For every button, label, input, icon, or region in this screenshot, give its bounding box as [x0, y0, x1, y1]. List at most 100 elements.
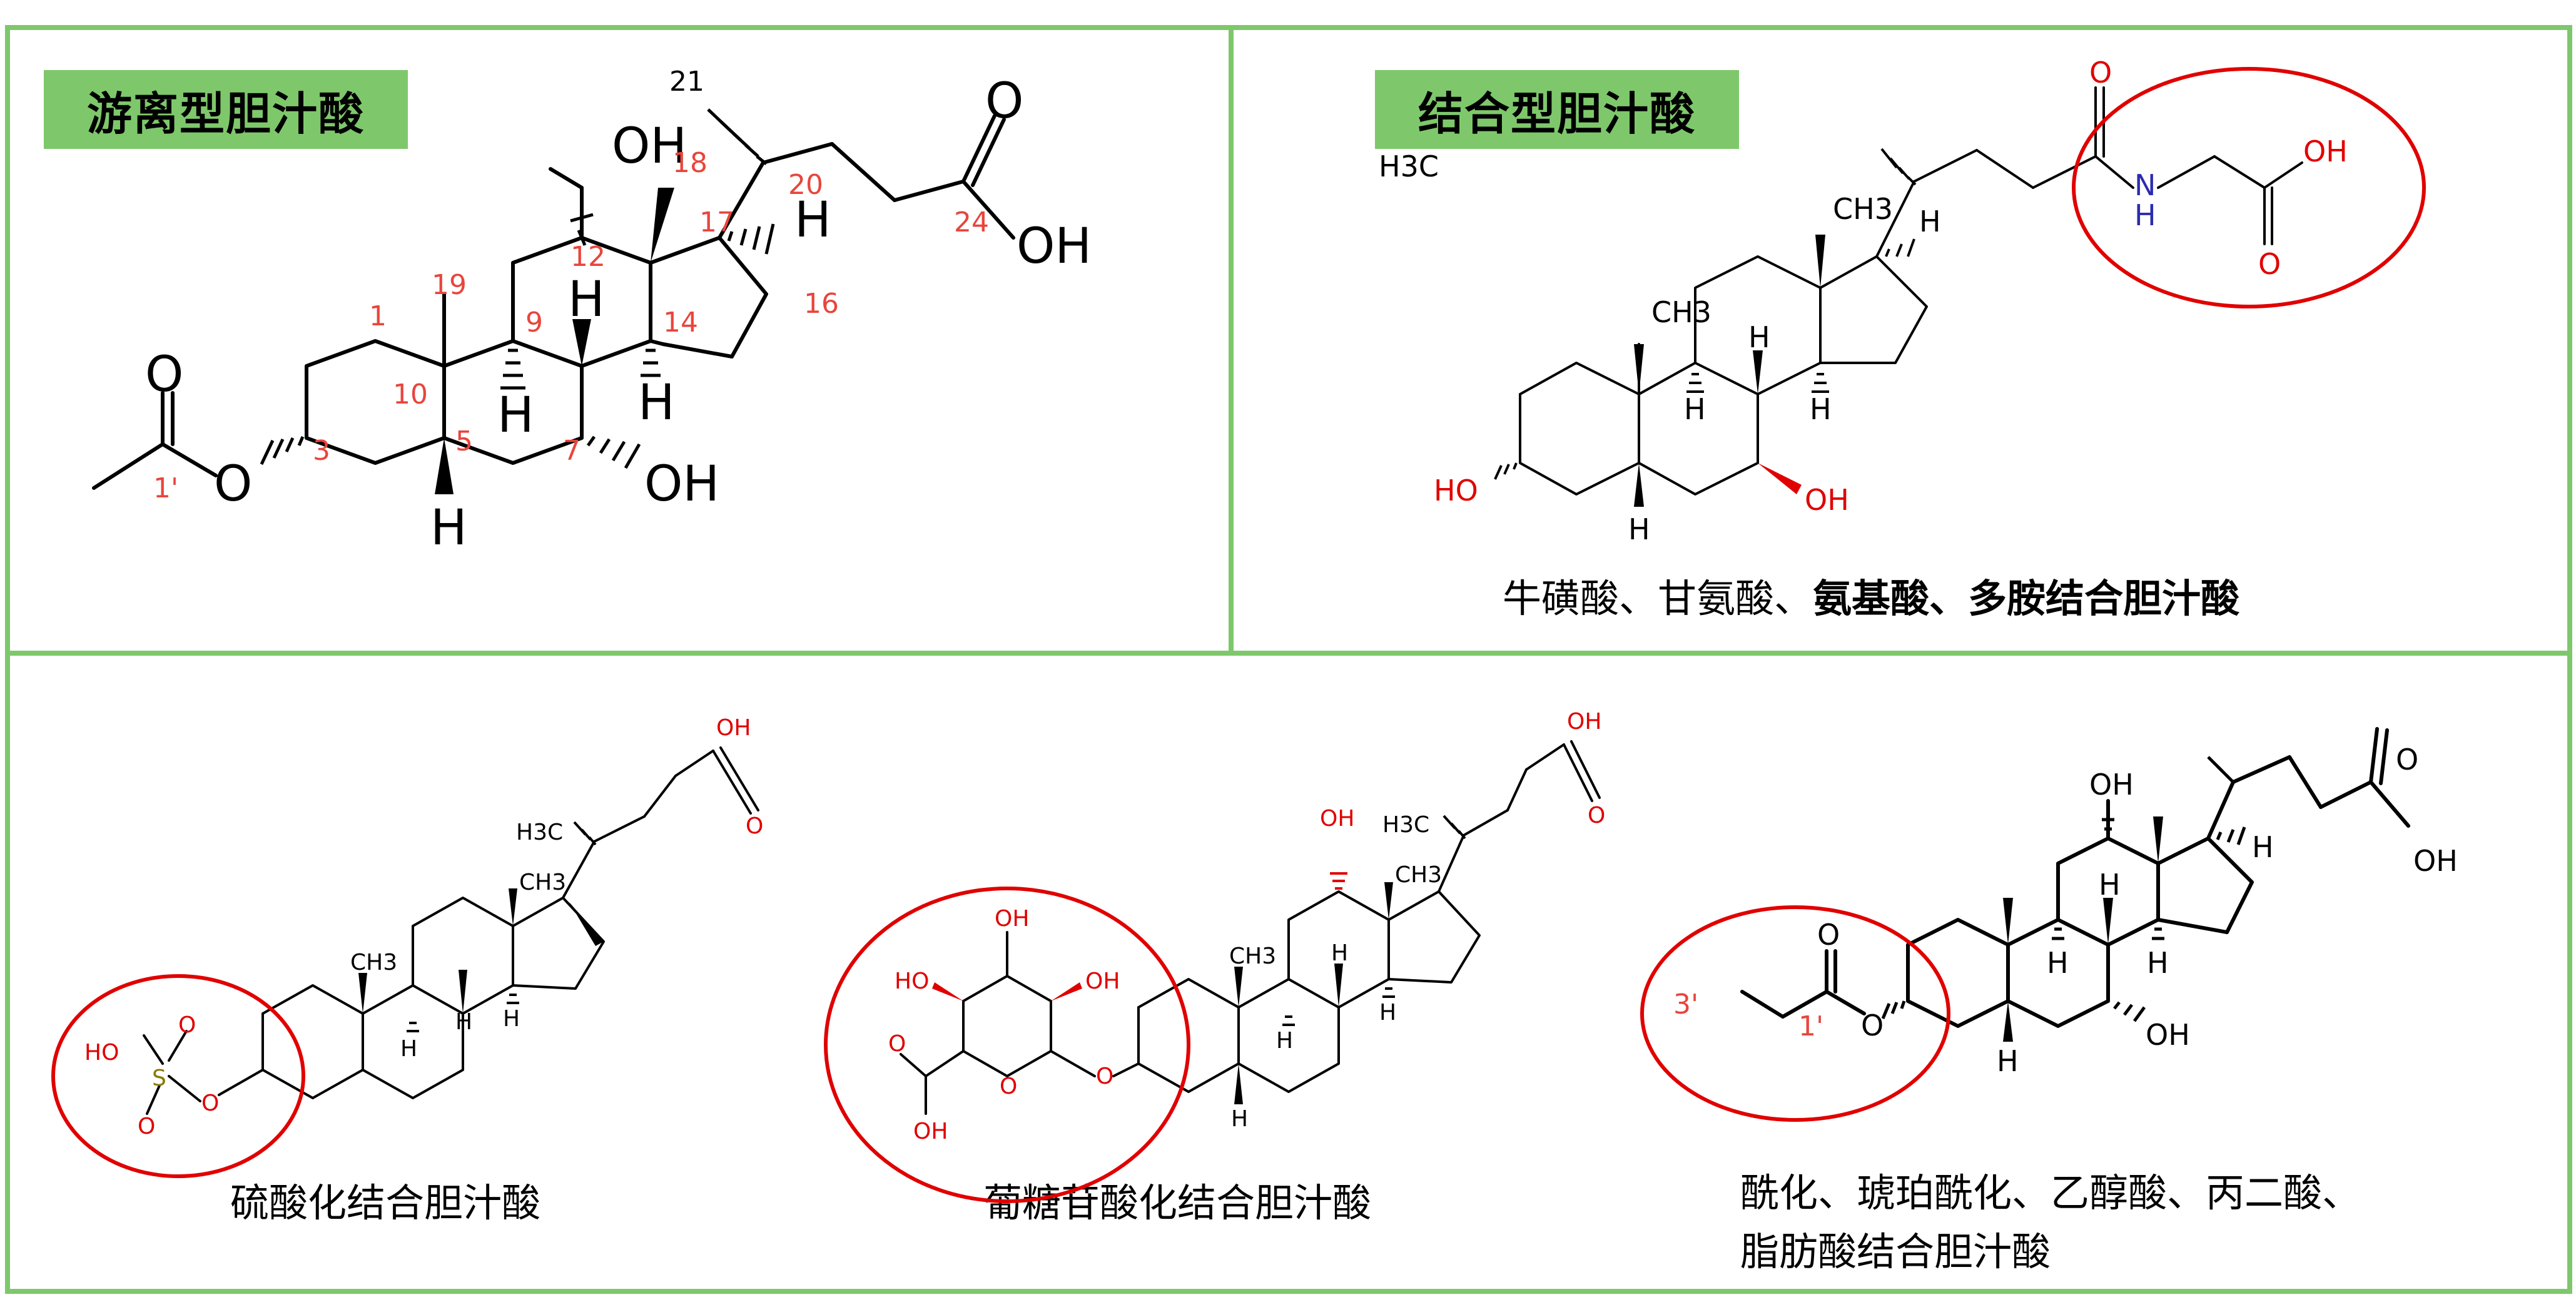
- gluc-h-5: H: [1231, 1106, 1248, 1132]
- free-num-24: 24: [954, 206, 989, 238]
- gluc-oh-12: OH: [1320, 806, 1354, 832]
- acyl-caption-line1: 酰化、琥珀酰化、乙醇酸、丙二酸、: [1740, 1170, 2361, 1216]
- conj-h-17: H: [1919, 205, 1941, 238]
- conjugated-bile-acid-structure: H3C CH3 CH3 O N H OH O HO OH H H H H H: [1379, 56, 2426, 546]
- conj-h-9: H: [1684, 392, 1706, 426]
- gluc-ch3-19: CH3: [1229, 943, 1276, 969]
- bottom-panel-divider: [1229, 25, 1234, 656]
- free-num-18: 18: [672, 147, 707, 179]
- free-bile-acid-structure: OH O OH H H H H H OH O O 21 18 20 17 12 …: [92, 66, 1092, 556]
- free-oh-12: OH: [612, 118, 687, 175]
- gluc-ch3-18: CH3: [1395, 862, 1442, 888]
- free-h-9: H: [497, 387, 534, 444]
- sulf-h-14: H: [503, 1006, 520, 1032]
- sulf-ch3-18: CH3: [519, 870, 566, 895]
- free-num-14: 14: [663, 307, 698, 338]
- free-num-12: 12: [570, 241, 606, 273]
- free-num-10: 10: [393, 379, 428, 410]
- acyl-oh-7: OH: [2146, 1018, 2190, 1052]
- free-num-1: 1: [369, 300, 387, 332]
- conjugated-caption: 牛磺酸、甘氨酸、氨基酸、多胺结合胆汁酸: [1503, 567, 2239, 623]
- conj-h-5: H: [1628, 512, 1650, 546]
- sulf-h-9: H: [400, 1036, 417, 1062]
- acyl-o-acid: O: [2396, 743, 2418, 776]
- free-o-acetyl: O: [145, 347, 183, 403]
- acyl-num-3prime: 3': [1673, 989, 1698, 1020]
- gluc-highlight-circle: [824, 887, 1190, 1203]
- conjugated-caption-plain: 牛磺酸、甘氨酸、: [1503, 576, 1813, 621]
- gluc-h-8: H: [1331, 940, 1348, 966]
- free-num-17: 17: [699, 206, 734, 238]
- gluc-o-ring: O: [1000, 1074, 1017, 1099]
- conj-ch3-19: CH3: [1651, 295, 1711, 329]
- free-num-5: 5: [455, 425, 473, 457]
- free-num-16: 16: [804, 288, 839, 320]
- free-h-8: H: [568, 272, 605, 328]
- acyl-oh-12: OH: [2089, 768, 2134, 801]
- acyl-h-9: H: [2047, 946, 2069, 980]
- horizontal-divider: [5, 651, 2572, 656]
- sulf-oh: OH: [716, 715, 751, 741]
- free-num-21: 21: [669, 66, 704, 98]
- free-h-17: H: [794, 192, 831, 248]
- sulf-h3c: H3C: [516, 820, 563, 845]
- free-num-7: 7: [563, 435, 581, 467]
- gluc-oh: OH: [1567, 709, 1601, 735]
- conj-n: N: [2134, 168, 2156, 202]
- conj-h-n: H: [2134, 198, 2156, 232]
- sulf-ho-s: HO: [84, 1040, 119, 1066]
- gluc-h-14: H: [1379, 1000, 1396, 1025]
- free-h-5: H: [430, 500, 467, 556]
- sulfate-bile-acid-structure: OH O H3C CH3 CH3 HO S O O O H H H: [51, 715, 763, 1178]
- conj-o-acid: O: [2258, 247, 2281, 281]
- free-num-3: 3: [313, 435, 330, 467]
- gluc-h-9: H: [1276, 1028, 1293, 1054]
- sulf-ch3-19: CH3: [350, 950, 397, 975]
- acyl-h-17: H: [2252, 830, 2274, 864]
- acyl-num-1prime: 1': [1798, 1010, 1823, 1042]
- free-o-24: O: [985, 73, 1023, 130]
- free-num-20: 20: [788, 169, 823, 201]
- sulf-o2: O: [138, 1114, 155, 1139]
- conjugated-caption-bold: 氨基酸、多胺结合胆汁酸: [1813, 576, 2240, 621]
- gluc-h3c: H3C: [1382, 812, 1429, 838]
- acyl-h-8: H: [2099, 868, 2121, 902]
- free-num-9: 9: [525, 307, 543, 338]
- acyl-bile-acid-structure: OH O OH H H H H H OH O O 3' 1': [1640, 727, 2458, 1122]
- gluc-oh-right: OH: [1085, 969, 1120, 994]
- conj-oh: OH: [2303, 135, 2348, 168]
- conj-ch3-18: CH3: [1833, 192, 1893, 226]
- acyl-highlight-circle: [1640, 905, 1950, 1122]
- free-oh-7: OH: [644, 456, 719, 512]
- acyl-h-5: H: [1997, 1044, 2019, 1078]
- free-num-1prime: 1': [153, 472, 178, 504]
- sulf-highlight-circle: [51, 974, 305, 1178]
- conj-highlight-circle: [2072, 67, 2426, 308]
- gluc-oh-top: OH: [995, 906, 1029, 932]
- conj-ho-3: HO: [1434, 474, 1478, 507]
- free-o-ester: O: [214, 456, 252, 512]
- sulf-h-8: H: [455, 1009, 472, 1035]
- conj-h3c: H3C: [1379, 150, 1439, 183]
- glucuronide-caption: 葡糖苷酸化结合胆汁酸: [983, 1180, 1372, 1226]
- acyl-oh-acid: OH: [2413, 844, 2458, 878]
- free-h-14: H: [638, 375, 675, 431]
- acyl-caption-line2: 脂肪酸结合胆汁酸: [1740, 1229, 2051, 1274]
- conj-h-8: H: [1748, 320, 1770, 354]
- conj-h-14: H: [1810, 392, 1832, 426]
- sulf-o-link: O: [201, 1091, 219, 1116]
- conj-oh-7: OH: [1805, 483, 1849, 517]
- gluc-oh-carb: OH: [913, 1119, 948, 1144]
- gluc-o-carb: O: [888, 1031, 906, 1057]
- acyl-h-14: H: [2147, 946, 2169, 980]
- acyl-o-ester: O: [1861, 1009, 1884, 1042]
- sulf-o-acid: O: [746, 813, 763, 839]
- free-oh-24: OH: [1017, 218, 1092, 275]
- conj-o-amide: O: [2089, 56, 2112, 89]
- gluc-ho-left: HO: [895, 969, 929, 994]
- sulf-s: S: [152, 1066, 166, 1091]
- free-bile-acid-title: 游离型胆汁酸: [44, 70, 408, 149]
- gluc-o-acid: O: [1588, 803, 1605, 828]
- free-num-19: 19: [432, 269, 467, 301]
- outer-frame: [5, 25, 2572, 1294]
